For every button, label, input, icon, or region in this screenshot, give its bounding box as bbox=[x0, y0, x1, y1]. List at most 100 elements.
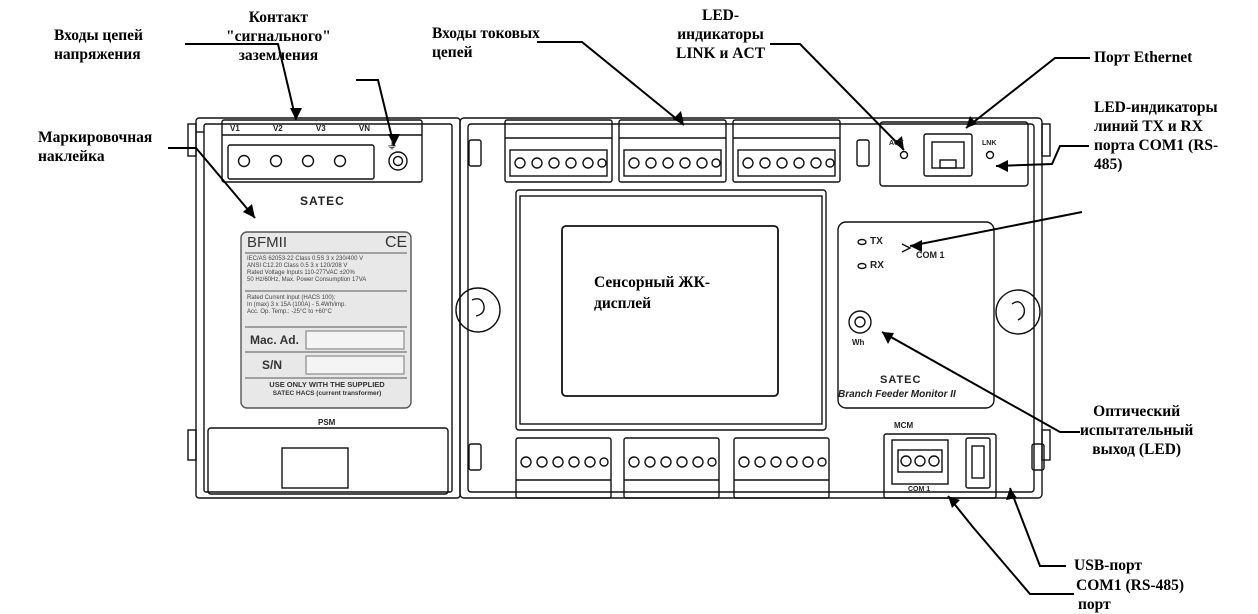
com1-port-label: COM 1 bbox=[908, 486, 931, 493]
callout-com1-port: COM1 (RS-485) порт bbox=[1076, 576, 1184, 614]
usb-port bbox=[965, 437, 991, 489]
callout-line: 485) bbox=[1094, 156, 1123, 173]
callout-line: Маркировочная bbox=[38, 129, 153, 146]
spec-line: 50 Hz/60Hz, Max. Power Consumption 17VA bbox=[247, 277, 367, 283]
terminal-label-vn: VN bbox=[358, 124, 370, 133]
callout-leaders bbox=[168, 41, 1090, 595]
callout-line: порта COM1 (RS- bbox=[1094, 137, 1219, 154]
ground-icon: ⏚ bbox=[386, 138, 399, 152]
callout-line: Оптический bbox=[1093, 403, 1181, 420]
callout-tx-rx-leds: LED-индикаторы линий TX и RX порта COM1 … bbox=[1094, 98, 1218, 174]
mcm-brand: SATEC bbox=[880, 374, 922, 386]
callout-current-inputs: Входы токовых цепей bbox=[432, 24, 540, 62]
callout-line: порт bbox=[1078, 596, 1111, 613]
callout-ethernet-port: Порт Ethernet bbox=[1094, 48, 1192, 67]
callout-line: индикаторы bbox=[677, 26, 764, 43]
footer-line: USE ONLY WITH THE SUPPLIED bbox=[269, 380, 385, 389]
spec-line: IEC/AS 62053-22 Class 0.5S 3 x 230/400 V bbox=[247, 256, 364, 262]
psm-brand: SATEC bbox=[300, 194, 345, 208]
spec-line: In (max) 3 x 15A (100A) - 5.4Wh/imp. bbox=[247, 302, 347, 308]
lnk-led-label: LNK bbox=[982, 140, 997, 147]
touch-lcd bbox=[561, 225, 779, 397]
current-input-block-1 bbox=[504, 119, 613, 183]
callout-link-act-leds: LED- индикаторы LINK и ACT bbox=[676, 6, 765, 63]
ethernet-port bbox=[923, 133, 973, 177]
callout-line: USB-порт bbox=[1074, 557, 1143, 574]
callout-usb-port: USB-порт bbox=[1074, 556, 1142, 575]
callout-line: выход (LED) bbox=[1092, 441, 1182, 458]
lnk-led bbox=[985, 150, 995, 160]
right-knob bbox=[995, 289, 1041, 335]
callout-line: цепей bbox=[432, 44, 473, 61]
rx-led bbox=[857, 262, 867, 270]
callout-line: Сенсорный ЖК- bbox=[594, 274, 711, 291]
spec-line: Acc. Op. Temp.: -25°C to +60°C bbox=[247, 309, 332, 315]
spec-line: ANSI C12.20 Class 0.5 3 x 120/208 V bbox=[247, 263, 348, 269]
nameplate-model: BFMII bbox=[247, 234, 287, 251]
optical-test-led bbox=[848, 310, 872, 334]
mcm-module bbox=[455, 117, 1051, 499]
com1-block bbox=[883, 433, 997, 499]
product-name: Branch Feeder Monitor II bbox=[838, 389, 956, 400]
terminal-label-v2: V2 bbox=[272, 124, 283, 133]
terminal-screws bbox=[514, 157, 940, 468]
ce-mark: CE bbox=[385, 234, 408, 251]
display-frame bbox=[515, 189, 827, 431]
serial-number-label: S/N bbox=[262, 358, 283, 372]
rx-led-label: RX bbox=[870, 260, 884, 271]
tx-led-label: TX bbox=[870, 236, 883, 247]
mcm-label: MCM bbox=[894, 421, 914, 430]
signal-ground-terminal bbox=[388, 151, 408, 171]
nameplate-specs-1: IEC/AS 62053-22 Class 0.5S 3 x 230/400 V… bbox=[247, 256, 366, 284]
tx-led bbox=[857, 238, 867, 246]
callout-line: напряжения bbox=[54, 46, 141, 63]
callout-line: LED- bbox=[701, 7, 740, 24]
arrowheads bbox=[243, 108, 1017, 508]
spec-line: Rated Voltage Inputs 110-277VAC ±20% bbox=[247, 270, 355, 276]
callout-line: дисплей bbox=[594, 295, 652, 312]
act-led-label: ACT bbox=[889, 140, 904, 147]
callout-line: Входы токовых bbox=[432, 25, 540, 42]
callout-optical-test-output: Оптический испытательный выход (LED) bbox=[1080, 402, 1193, 459]
mac-address-label: Mac. Ad. bbox=[250, 333, 299, 347]
voltage-terminal-block bbox=[221, 119, 423, 183]
bottom-current-block-2 bbox=[623, 437, 720, 499]
terminal-label-v3: V3 bbox=[315, 124, 326, 133]
psm-module bbox=[187, 117, 461, 499]
callout-line: LED-индикаторы bbox=[1094, 99, 1218, 116]
footer-line: SATEC HACS (current transformer) bbox=[272, 389, 382, 397]
bottom-current-block-3 bbox=[733, 437, 830, 499]
callout-line: LINK и ACT bbox=[676, 45, 766, 62]
current-input-block-2 bbox=[618, 119, 727, 183]
callout-line: Порт Ethernet bbox=[1094, 49, 1193, 66]
nameplate-footer: USE ONLY WITH THE SUPPLIED SATEC HACS (c… bbox=[252, 380, 402, 398]
callout-line: наклейка bbox=[38, 148, 105, 165]
com1-panel-label: COM 1 bbox=[916, 250, 945, 260]
terminal-label-v1: V1 bbox=[230, 124, 240, 133]
callout-line: "сигнального" bbox=[226, 28, 331, 45]
act-led bbox=[899, 150, 909, 160]
ethernet-block bbox=[879, 121, 1029, 187]
leader-voltage-inputs bbox=[185, 43, 297, 121]
callout-line: линий TX и RX bbox=[1094, 118, 1203, 135]
spec-line: Rated Current Input (HACS 100): bbox=[247, 295, 336, 301]
psm-label: PSM bbox=[318, 418, 336, 427]
left-knob bbox=[455, 287, 501, 333]
callout-line: COM1 (RS-485) bbox=[1076, 577, 1185, 594]
callout-line: Входы цепей bbox=[54, 27, 143, 44]
right-panel bbox=[837, 221, 995, 409]
wh-label: Wh bbox=[852, 338, 865, 347]
nameplate-specs-2: Rated Current Input (HACS 100): In (max)… bbox=[247, 295, 346, 316]
voltage-terminal-labels: V1 V2 V3 VN bbox=[230, 124, 370, 133]
callout-line: испытательный bbox=[1080, 422, 1194, 439]
com1-port bbox=[891, 439, 949, 485]
current-input-block-3 bbox=[732, 119, 841, 183]
callout-line: Контакт bbox=[248, 9, 309, 26]
callout-touch-lcd: Сенсорный ЖК- дисплей bbox=[594, 272, 710, 314]
callout-signal-ground: Контакт "сигнального" заземления bbox=[226, 8, 331, 65]
callout-label-sticker: Маркировочная наклейка bbox=[38, 128, 152, 166]
bottom-current-block-1 bbox=[515, 437, 612, 499]
callout-line: заземления bbox=[238, 47, 319, 64]
callout-voltage-inputs: Входы цепей напряжения bbox=[54, 26, 143, 64]
